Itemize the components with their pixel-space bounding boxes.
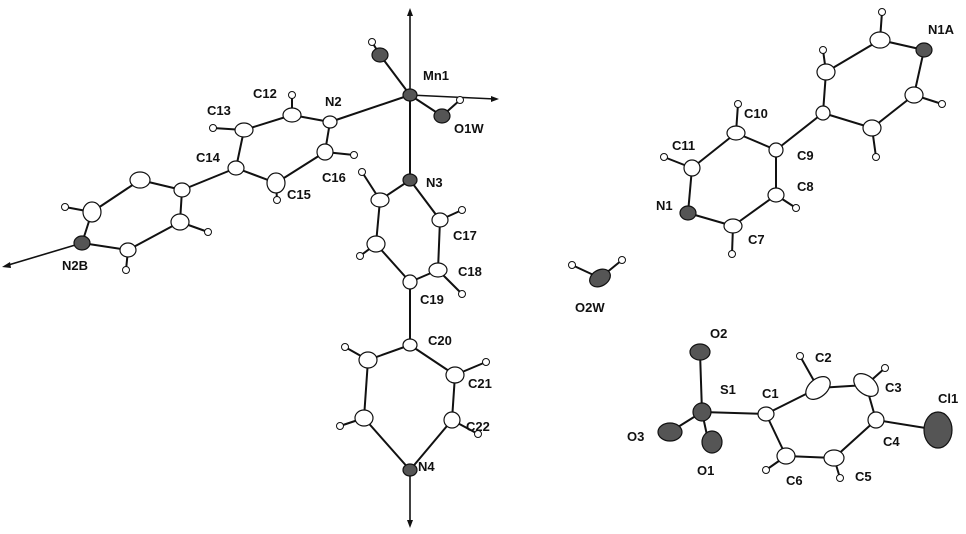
atom-c-n3-ring-b (366, 235, 386, 253)
atom-c12 (282, 107, 302, 123)
label-c2: C2 (815, 350, 832, 365)
atom-c-ring-a (173, 182, 191, 198)
label-c3: C3 (885, 380, 902, 395)
atom-c21 (445, 366, 465, 384)
label-c18: C18 (458, 264, 482, 279)
label-c12: C12 (253, 86, 277, 101)
label-c21: C21 (468, 376, 492, 391)
atom-c11 (683, 159, 701, 177)
atom-n1a (915, 42, 933, 58)
label-c15: C15 (287, 187, 311, 202)
atom-n2 (322, 115, 338, 129)
atom-c5 (823, 449, 845, 467)
label-o2w: O2W (575, 300, 605, 315)
label-c11: C11 (672, 138, 695, 153)
atom-c-n3-ring-a (370, 192, 390, 208)
atom-c18 (428, 262, 448, 278)
atom-c7 (723, 218, 743, 234)
atom-c-n4-ring-b (354, 409, 374, 427)
label-s1: S1 (720, 382, 736, 397)
atom-c8 (767, 187, 785, 203)
label-n3: N3 (426, 175, 443, 190)
label-c13: C13 (207, 103, 231, 118)
label-c6: C6 (786, 473, 803, 488)
atom-c-ring-b (129, 171, 151, 189)
atom-c3 (853, 373, 879, 397)
atom-s1 (692, 402, 712, 422)
label-n4: N4 (418, 459, 435, 474)
label-c7: C7 (748, 232, 765, 247)
atom-c-bipy-c (869, 31, 891, 49)
label-c16: C16 (322, 170, 346, 185)
label-o3: O3 (627, 429, 644, 444)
extension-line-right (409, 94, 496, 100)
atom-c4 (867, 411, 885, 429)
atom-o2w (589, 268, 611, 288)
atom-c-ring-c (82, 201, 102, 223)
atom-c6 (776, 447, 796, 465)
label-o1: O1 (697, 463, 714, 478)
label-o1w: O1W (454, 121, 484, 136)
atom-c14 (227, 160, 245, 176)
label-cl1: Cl1 (938, 391, 958, 406)
atom-c2 (805, 376, 831, 400)
atom-c19 (402, 274, 418, 290)
atom-c16 (316, 143, 334, 161)
atom-c17 (431, 212, 449, 228)
label-c9: C9 (797, 148, 814, 163)
label-c5: C5 (855, 469, 872, 484)
label-c22: C22 (466, 419, 490, 434)
atom-c1 (757, 406, 775, 422)
atom-c-bipy-b (816, 63, 836, 81)
label-n1a: N1A (928, 22, 955, 37)
label-o2: O2 (710, 326, 727, 341)
label-c10: C10 (744, 106, 768, 121)
label-c19: C19 (420, 292, 444, 307)
atom-c15 (266, 172, 286, 194)
atom-n2b (73, 235, 91, 251)
extension-line-left (4, 242, 83, 267)
label-c17: C17 (453, 228, 477, 243)
atom-c22 (443, 411, 461, 429)
atoms (73, 31, 953, 477)
label-mn1: Mn1 (423, 68, 449, 83)
atom-c-bipy-a (815, 105, 831, 121)
atom-o1 (701, 430, 723, 454)
atom-c13 (234, 122, 254, 138)
atom-n4 (402, 463, 418, 477)
label-c20: C20 (428, 333, 452, 348)
atom-labels: Mn1 O1W N2 C12 C13 C14 C15 C16 N3 C17 C1… (62, 22, 958, 488)
bonds-bipyridine (663, 11, 943, 255)
atom-c-bipy-e (862, 119, 882, 137)
label-n2b: N2B (62, 258, 88, 273)
atom-o2 (689, 343, 711, 361)
label-c14: C14 (196, 150, 221, 165)
label-n2: N2 (325, 94, 342, 109)
atom-c-bipy-d (904, 86, 924, 104)
atom-c-n4-ring-a (358, 351, 378, 369)
label-c8: C8 (797, 179, 814, 194)
atom-c20 (402, 338, 418, 352)
atom-cl1 (923, 411, 953, 449)
hydrogen-bonds (64, 94, 487, 435)
atom-c10 (726, 125, 746, 141)
atom-o3 (657, 422, 683, 442)
atom-c9 (768, 142, 784, 158)
atom-c-ring-d (119, 242, 137, 258)
atom-n3 (402, 173, 418, 187)
atom-o-coordinated (371, 47, 389, 63)
atom-mn1 (402, 88, 418, 102)
atom-n1 (679, 205, 697, 221)
label-c1: C1 (762, 386, 779, 401)
symmetry-extension-lines (2, 8, 499, 528)
label-n1: N1 (656, 198, 673, 213)
label-c4: C4 (883, 434, 900, 449)
atom-o1w (433, 108, 451, 124)
bonds-mn-complex (81, 41, 461, 471)
atom-c-ring-e (170, 213, 190, 231)
hydrogen-atoms (61, 8, 946, 482)
